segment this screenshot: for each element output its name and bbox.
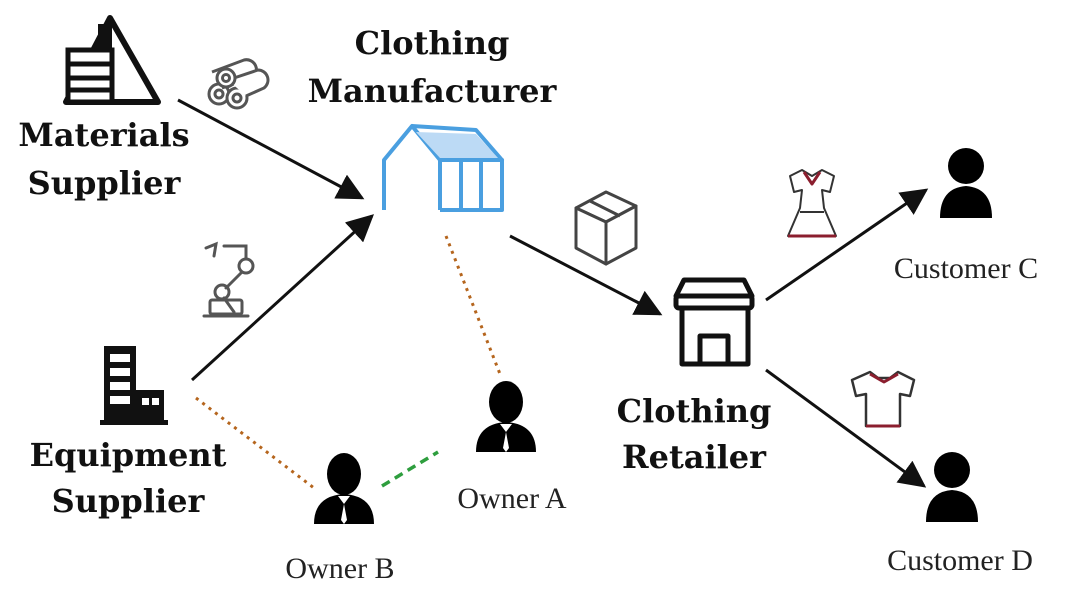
owner-a-label: Owner A bbox=[457, 482, 566, 515]
owner-b-person-icon bbox=[314, 453, 374, 524]
manufacturer-label-line1: Clothing bbox=[355, 24, 510, 62]
arrow-manufacturer-to-retailer bbox=[509, 234, 663, 316]
arrow-materials-to-manufacturer bbox=[177, 98, 365, 200]
retailer-label-line1: Clothing bbox=[617, 392, 772, 430]
arrow-retailer-to-customer-d bbox=[765, 368, 927, 488]
customer-d-person-icon bbox=[926, 452, 978, 522]
owner-b-label: Owner B bbox=[285, 552, 394, 585]
ownership-link-equipment-owner-b bbox=[195, 396, 315, 490]
equipment-label-line2: Supplier bbox=[52, 482, 206, 520]
manufacturer-label-line2: Manufacturer bbox=[308, 72, 558, 110]
equipment-building-icon bbox=[100, 346, 168, 425]
factory-icon bbox=[382, 124, 504, 212]
arrow-equipment-to-manufacturer bbox=[190, 214, 374, 382]
customer-d-label: Customer D bbox=[887, 544, 1033, 577]
materials-label-line2: Supplier bbox=[28, 164, 182, 202]
fabric-rolls-icon bbox=[207, 58, 270, 110]
customer-c-person-icon bbox=[940, 148, 992, 218]
retailer-label-line2: Retailer bbox=[622, 438, 767, 476]
retail-store-icon bbox=[673, 277, 755, 367]
arrow-retailer-to-customer-c bbox=[765, 188, 929, 302]
owner-a-person-icon bbox=[476, 381, 536, 452]
equipment-label-line1: Equipment bbox=[30, 436, 227, 474]
package-box-icon bbox=[574, 190, 638, 266]
customer-c-label: Customer C bbox=[894, 252, 1038, 285]
peer-link-owner-a-owner-b bbox=[381, 450, 439, 488]
robot-arm-icon bbox=[202, 241, 255, 318]
materials-label-line1: Materials bbox=[18, 116, 189, 154]
ownership-link-manufacturer-owner-a bbox=[444, 235, 502, 375]
materials-warehouse-icon bbox=[63, 15, 161, 105]
tshirt-icon bbox=[850, 370, 916, 428]
dress-icon bbox=[787, 169, 837, 238]
